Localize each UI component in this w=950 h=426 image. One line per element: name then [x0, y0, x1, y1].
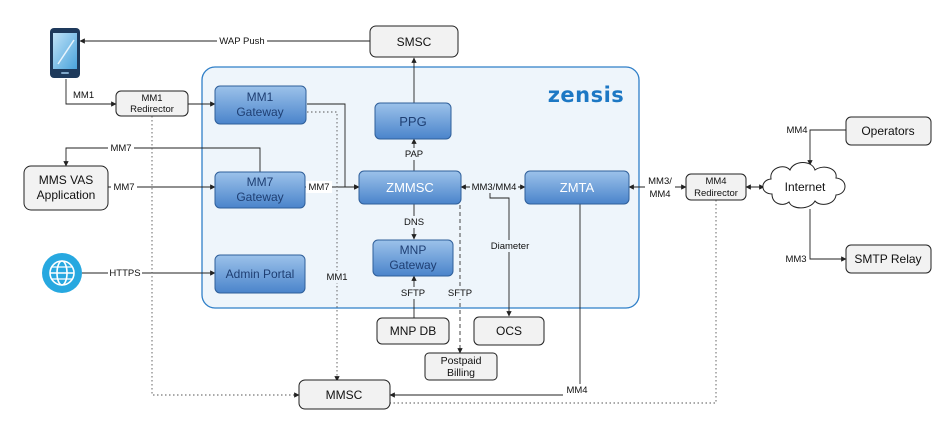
mobile-phone-icon	[50, 28, 80, 78]
svg-text:MMSC: MMSC	[326, 388, 363, 402]
svg-text:SFTP: SFTP	[401, 288, 425, 299]
edge-label-mm3-smtp: MM3	[785, 254, 806, 265]
node-operators: Operators	[845, 116, 932, 146]
node-smtp-relay: SMTP Relay	[845, 244, 932, 274]
svg-text:WAP Push: WAP Push	[219, 36, 264, 47]
edge-label-mm3-mm4-split: MM3/ MM4	[645, 174, 675, 200]
svg-text:Diameter: Diameter	[491, 241, 530, 252]
node-mm1-redirector: MM1 Redirector	[115, 90, 189, 117]
node-admin-portal: Admin Portal	[214, 254, 306, 294]
svg-text:MM7: MM7	[113, 182, 134, 193]
svg-text:MM7: MM7	[308, 182, 329, 193]
edge-label-mm3-mm4: MM3/MM4	[470, 181, 518, 193]
node-mnp-gateway: MNP Gateway	[372, 239, 454, 277]
edge-internet-smtp-relay	[809, 209, 847, 262]
svg-text:OCS: OCS	[496, 324, 522, 338]
svg-text:Admin Portal: Admin Portal	[226, 267, 295, 281]
svg-text:MMS VAS: MMS VAS	[39, 173, 93, 187]
zensis-logo: zensis	[548, 83, 625, 107]
edge-phone-mm1-redirector	[65, 79, 117, 107]
edge-label-mm7-gateway-zmmsc: MM7	[306, 181, 332, 193]
svg-text:MM3/: MM3/	[648, 176, 672, 187]
globe-icon	[42, 253, 82, 293]
svg-text:Postpaid: Postpaid	[441, 355, 482, 367]
node-zmta: ZMTA	[524, 170, 630, 205]
svg-text:MM7: MM7	[110, 143, 131, 154]
svg-text:Gateway: Gateway	[236, 105, 283, 119]
svg-text:Application: Application	[37, 188, 96, 202]
svg-text:MM4: MM4	[705, 176, 726, 187]
edge-label-sftp-billing: SFTP	[445, 287, 475, 299]
edge-label-mm4-mmsc: MM4	[563, 384, 591, 396]
edge-mm4-redirector-mmsc	[369, 200, 717, 405]
svg-text:Internet: Internet	[785, 180, 826, 194]
edge-label-diameter: Diameter	[490, 240, 530, 252]
node-mms-vas-application: MMS VAS Application	[23, 165, 109, 211]
svg-text:Redirector: Redirector	[130, 104, 174, 115]
svg-text:SMSC: SMSC	[397, 35, 432, 49]
svg-text:PAP: PAP	[405, 149, 423, 160]
svg-text:HTTPS: HTTPS	[109, 268, 140, 279]
node-postpaid-billing: Postpaid Billing	[424, 352, 498, 381]
svg-text:MM1: MM1	[247, 90, 274, 104]
svg-text:SFTP: SFTP	[448, 288, 472, 299]
edge-label-mm1-mmsc: MM1	[325, 271, 349, 283]
node-mm4-redirector: MM4 Redirector	[685, 173, 747, 201]
svg-text:ZMTA: ZMTA	[560, 180, 595, 195]
cloud-icon	[762, 162, 846, 209]
svg-text:MM3/MM4: MM3/MM4	[472, 182, 517, 193]
svg-text:Redirector: Redirector	[694, 188, 738, 199]
edge-label-dns: DNS	[401, 216, 427, 228]
edge-operators-internet	[807, 129, 846, 166]
node-ppg: PPG	[374, 102, 452, 140]
node-mm1-gateway: MM1 Gateway	[214, 85, 307, 125]
node-internet: Internet	[762, 162, 846, 209]
edge-label-mm7-lower: MM7	[111, 181, 137, 193]
svg-text:MM1: MM1	[141, 93, 162, 104]
edge-label-pap: PAP	[401, 148, 427, 160]
svg-text:SMTP Relay: SMTP Relay	[854, 252, 921, 266]
svg-text:MM1: MM1	[326, 272, 347, 283]
svg-text:MM4: MM4	[566, 385, 587, 396]
edge-label-mm1-phone: MM1	[73, 90, 94, 101]
node-mm7-gateway: MM7 Gateway	[214, 171, 306, 209]
edge-mm1-redirector-mmsc	[151, 116, 300, 398]
svg-text:Operators: Operators	[861, 124, 914, 138]
edge-label-mm4-operators: MM4	[786, 125, 807, 136]
edge-mm1-gateway-mmsc	[307, 111, 340, 382]
edge-mm7-upper	[63, 147, 261, 172]
svg-text:Gateway: Gateway	[389, 258, 436, 272]
svg-text:PPG: PPG	[399, 114, 426, 129]
svg-text:MNP DB: MNP DB	[390, 324, 436, 338]
svg-text:Billing: Billing	[447, 367, 475, 379]
svg-text:ZMMSC: ZMMSC	[386, 180, 434, 195]
edge-label-mm7-upper: MM7	[108, 142, 134, 154]
node-mnp-db: MNP DB	[376, 317, 450, 345]
svg-text:MM4: MM4	[649, 189, 670, 200]
edge-label-sftp-mnp: SFTP	[398, 287, 428, 299]
node-mmsc: MMSC	[298, 379, 391, 410]
svg-text:DNS: DNS	[404, 217, 424, 228]
node-ocs: OCS	[473, 316, 545, 346]
svg-text:MM7: MM7	[247, 175, 274, 189]
edge-label-wap-push: WAP Push	[217, 34, 267, 47]
node-smsc: SMSC	[369, 25, 459, 58]
svg-text:MNP: MNP	[400, 243, 427, 257]
edge-label-https: HTTPS	[108, 267, 142, 279]
node-zmmsc: ZMMSC	[358, 170, 462, 205]
svg-text:Gateway: Gateway	[236, 190, 283, 204]
